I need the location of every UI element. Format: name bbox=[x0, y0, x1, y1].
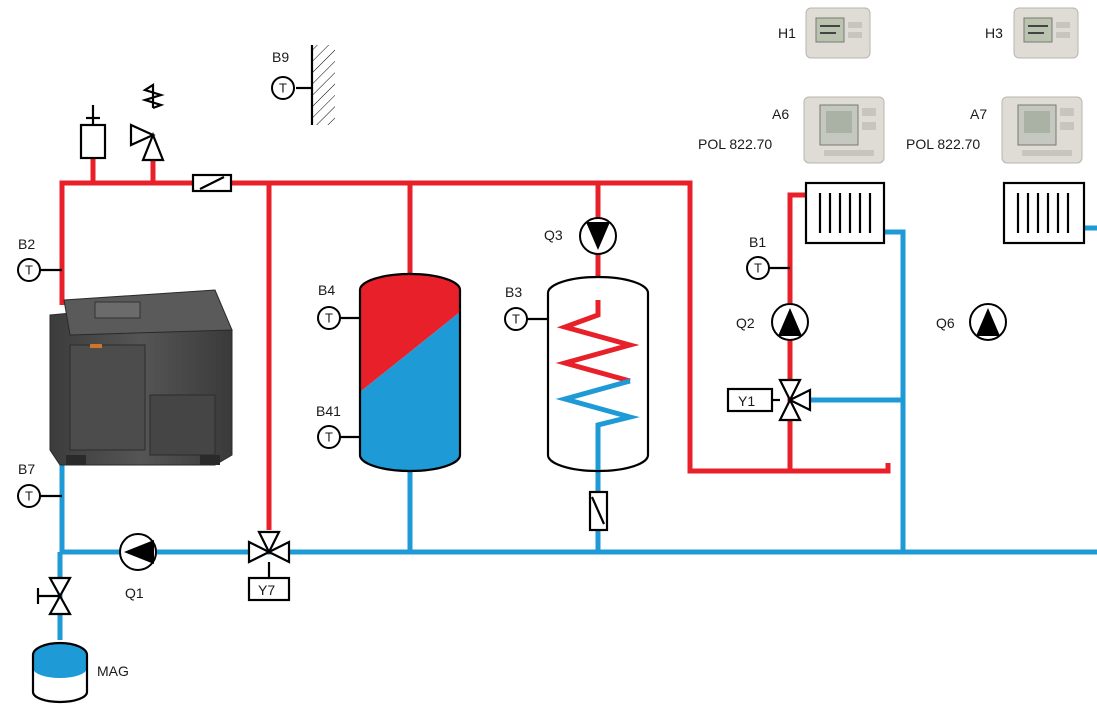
sensor-symbol: T bbox=[25, 489, 33, 504]
label-h1: H1 bbox=[778, 25, 796, 41]
expansion-vessel-mag bbox=[31, 641, 89, 704]
buffer-tank bbox=[358, 272, 462, 473]
label-a6: A6 bbox=[772, 106, 789, 122]
label-q3: Q3 bbox=[544, 227, 563, 243]
shutoff-valve bbox=[36, 576, 72, 616]
temperature-sensor-b1: T bbox=[746, 256, 790, 280]
label-y7: Y7 bbox=[258, 582, 275, 598]
label-b7: B7 bbox=[18, 461, 35, 477]
room-unit-h3 bbox=[1013, 7, 1079, 59]
temperature-sensor-b4: T bbox=[317, 306, 360, 330]
expansion-device bbox=[79, 105, 107, 160]
circuit2-supply-pipe bbox=[790, 463, 891, 474]
outdoor-wall bbox=[310, 45, 335, 125]
boiler-control-panel bbox=[94, 301, 141, 319]
boiler-door bbox=[149, 394, 216, 456]
temperature-sensor-b9: T bbox=[271, 76, 295, 100]
label-b4: B4 bbox=[318, 282, 335, 298]
label-q1: Q1 bbox=[125, 585, 144, 601]
label-a6-model: POL 822.70 bbox=[698, 136, 772, 152]
boiler bbox=[49, 289, 233, 466]
label-mag: MAG bbox=[97, 663, 129, 679]
check-valve-dhw-return bbox=[588, 490, 609, 532]
sensor-symbol: T bbox=[279, 81, 287, 96]
label-b3: B3 bbox=[505, 284, 522, 300]
pump-q6 bbox=[969, 303, 1007, 341]
supply-main-pipe bbox=[59, 180, 790, 474]
temperature-sensor-b7: T bbox=[17, 484, 62, 508]
pump-q2 bbox=[771, 303, 809, 341]
dhw-coil-hot bbox=[555, 300, 640, 384]
boiler-indicator bbox=[90, 344, 102, 348]
radiator-2 bbox=[1002, 181, 1086, 245]
sensor-symbol: T bbox=[754, 261, 762, 276]
radiator-1 bbox=[804, 181, 886, 245]
sensor-symbol: T bbox=[512, 312, 520, 327]
mixing-valve-y7 bbox=[247, 530, 291, 602]
label-b2: B2 bbox=[18, 236, 35, 252]
label-q2: Q2 bbox=[736, 315, 755, 331]
sensor-symbol: T bbox=[325, 311, 333, 326]
label-h3: H3 bbox=[985, 25, 1003, 41]
boiler-front-panel bbox=[69, 344, 146, 451]
label-y1: Y1 bbox=[738, 393, 755, 409]
pump-q3 bbox=[579, 217, 617, 255]
room-unit-h1 bbox=[805, 7, 871, 59]
temperature-sensor-b3: T bbox=[504, 307, 548, 331]
label-b9: B9 bbox=[272, 49, 289, 65]
label-b41: B41 bbox=[316, 403, 341, 419]
sensor-symbol: T bbox=[25, 263, 33, 278]
circuit1-return-pipe bbox=[884, 229, 906, 552]
label-b1: B1 bbox=[749, 234, 766, 250]
check-valve-supply bbox=[191, 173, 233, 193]
temperature-sensor-b41: T bbox=[317, 425, 360, 449]
label-q6: Q6 bbox=[936, 315, 955, 331]
label-a7-model: POL 822.70 bbox=[906, 136, 980, 152]
safety-valve bbox=[129, 83, 165, 162]
temperature-sensor-b2: T bbox=[17, 258, 62, 282]
controller-a6 bbox=[803, 96, 885, 164]
dhw-coil-cold bbox=[555, 378, 640, 470]
pump-q1 bbox=[119, 533, 157, 571]
sensor-symbol: T bbox=[325, 430, 333, 445]
label-a7: A7 bbox=[970, 106, 987, 122]
mixing-valve-y1 bbox=[726, 378, 812, 422]
controller-a7 bbox=[1001, 96, 1083, 164]
